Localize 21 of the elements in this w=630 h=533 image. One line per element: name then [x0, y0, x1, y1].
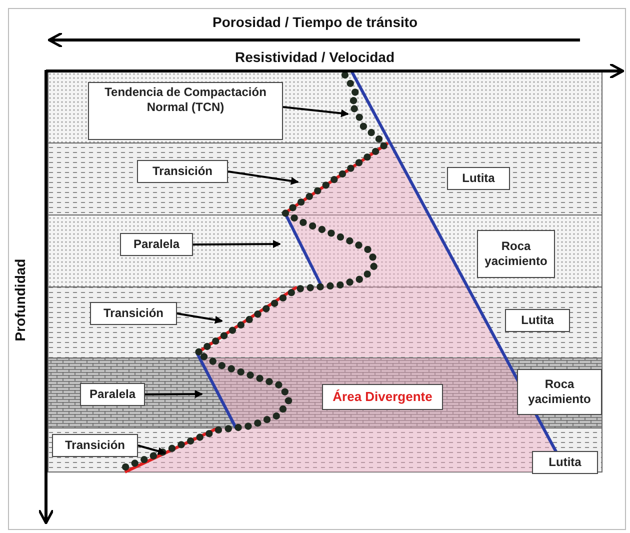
callout-label: Roca yacimiento: [477, 230, 555, 278]
area-label: Área Divergente: [322, 384, 443, 410]
leader-arrow: [176, 312, 223, 324]
callout-label: Paralela: [80, 383, 145, 406]
leader-arrow: [282, 106, 349, 118]
callout-label: Transición: [52, 434, 138, 457]
axis-title: Resistividad / Velocidad: [235, 49, 395, 65]
callout-label: Paralela: [120, 233, 193, 256]
axis-title: Profundidad: [12, 258, 28, 342]
callout-label: Lutita: [532, 451, 598, 474]
callout-label: Transición: [137, 160, 228, 183]
leader-arrow: [144, 390, 203, 398]
callout-label: Tendencia de Compactación Normal (TCN): [88, 82, 283, 140]
callout-label: Roca yacimiento: [517, 369, 602, 415]
axis-title: Porosidad / Tiempo de tránsito: [212, 14, 418, 30]
callout-label: Lutita: [447, 167, 510, 190]
leader-arrow: [193, 240, 281, 248]
callout-label: Lutita: [505, 309, 570, 332]
callout-label: Transición: [90, 302, 177, 325]
leader-arrow: [138, 444, 166, 455]
leader-arrow: [228, 170, 299, 185]
